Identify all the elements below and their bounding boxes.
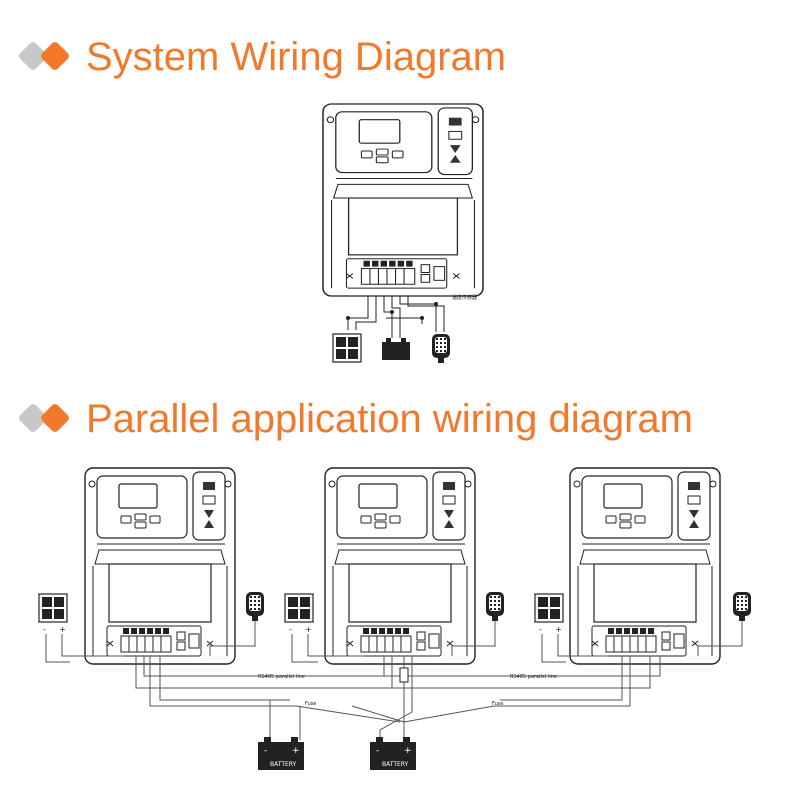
- controller-unit: [84, 467, 236, 665]
- battery-minus: -: [264, 746, 267, 756]
- lamp-icon: [486, 592, 504, 621]
- fuse-label: Fuse: [492, 701, 503, 707]
- system-heading: System Wiring Diagram: [17, 34, 507, 80]
- svg-text:-: -: [539, 625, 542, 634]
- rs485-label: RS485 parallel line: [510, 674, 557, 680]
- fuse-icon: [399, 667, 409, 683]
- rs485-label: RS485 parallel line: [258, 674, 305, 680]
- parallel-heading: Parallel application wiring diagram: [17, 396, 693, 442]
- controller-unit: [324, 467, 476, 665]
- solar-panel-icon: [284, 593, 314, 623]
- fuse-label: Fuse: [305, 701, 316, 707]
- battery-label: BATTERY: [382, 761, 409, 768]
- lamp-icon: [432, 334, 450, 363]
- svg-text:+: +: [555, 625, 562, 634]
- temperature-sensor-label: 温度传感器: [452, 294, 477, 301]
- battery-plus: +: [292, 746, 300, 756]
- lamp-icon: [733, 592, 751, 621]
- battery-icon: [258, 737, 304, 770]
- solar-panel-icon: [534, 593, 564, 623]
- svg-text:-: -: [289, 625, 292, 634]
- controller-unit: [569, 467, 721, 665]
- battery-plus: +: [404, 746, 412, 756]
- solar-panel-icon: [332, 333, 362, 363]
- battery-label: BATTERY: [270, 761, 297, 768]
- svg-text:+: +: [305, 625, 312, 634]
- system-heading-text: System Wiring Diagram: [86, 35, 507, 79]
- battery-minus: -: [376, 746, 379, 756]
- parallel-heading-text: Parallel application wiring diagram: [86, 397, 693, 441]
- controller-unit: [322, 103, 484, 297]
- lamp-icon: [246, 592, 264, 621]
- svg-text:-: -: [43, 625, 46, 634]
- battery-icon: [382, 338, 410, 360]
- battery-icon: [370, 737, 416, 770]
- solar-panel-icon: [38, 593, 68, 623]
- svg-text:+: +: [59, 625, 66, 634]
